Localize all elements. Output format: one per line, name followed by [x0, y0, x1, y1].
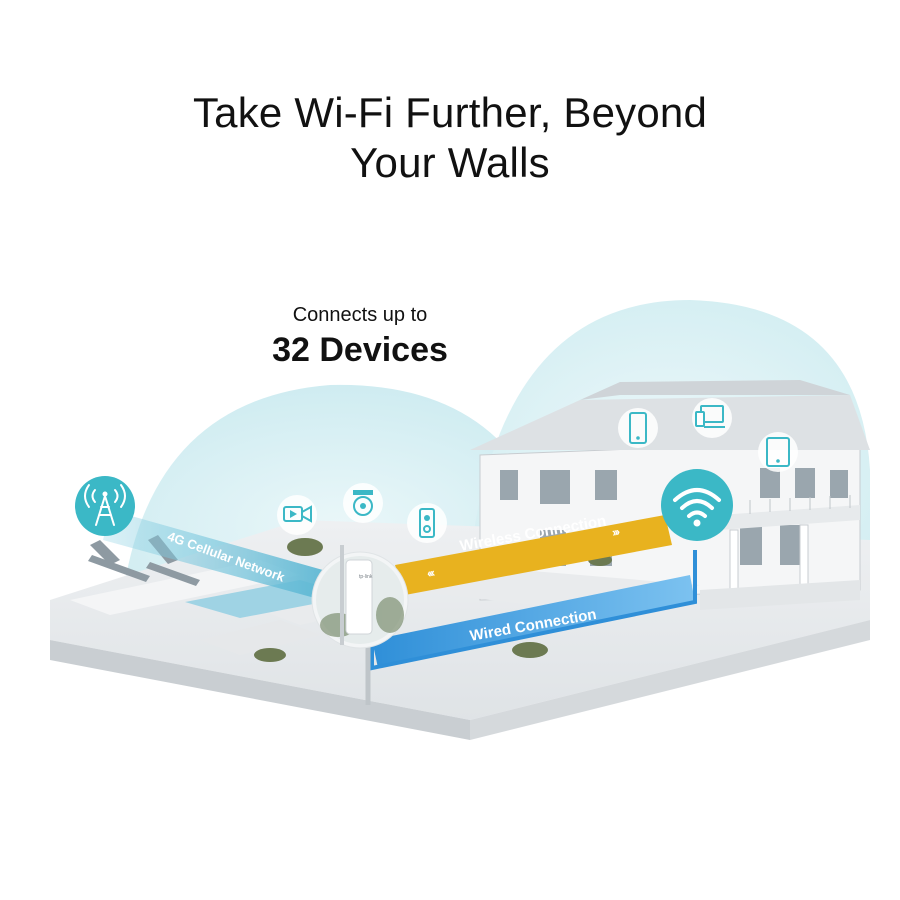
laptop-icon — [692, 398, 732, 438]
device-capacity-callout: Connects up to 32 Devices — [230, 302, 490, 370]
headline: Take Wi-Fi Further, Beyond Your Walls — [0, 88, 900, 188]
svg-text:tp-link: tp-link — [359, 574, 373, 580]
phone-icon — [618, 408, 658, 448]
security-camera-icon — [343, 483, 383, 523]
cell-tower-icon — [84, 484, 126, 526]
callout-big-text: 32 Devices — [272, 331, 448, 369]
doorbell-icon — [407, 503, 447, 543]
camera-icon — [277, 495, 317, 535]
tablet-icon — [758, 432, 798, 472]
headline-line-2: Your Walls — [350, 139, 550, 186]
headline-line-1: Take Wi-Fi Further, Beyond — [192, 89, 708, 136]
wifi-icon — [673, 488, 721, 518]
callout-small-text: Connects up to — [292, 304, 428, 326]
